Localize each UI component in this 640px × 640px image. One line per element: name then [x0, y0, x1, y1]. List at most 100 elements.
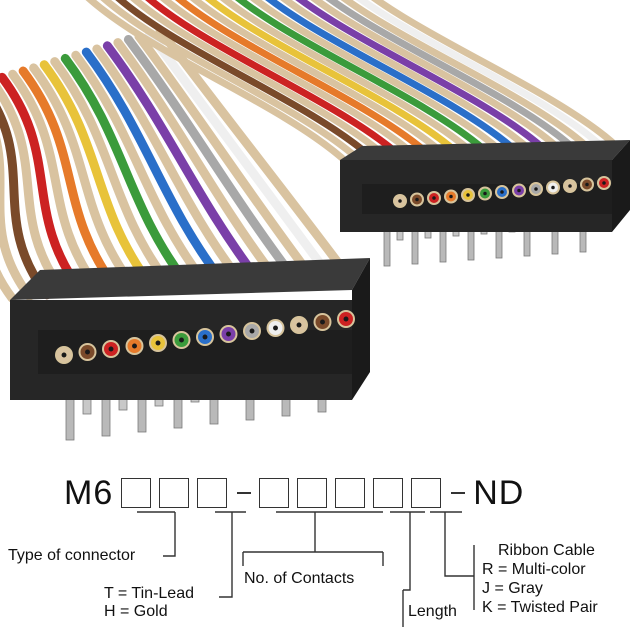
contact-core: [517, 188, 521, 193]
part-number-template: M6 ND: [64, 468, 524, 518]
contact-core: [320, 319, 325, 325]
contact-core: [85, 349, 90, 355]
connector-left-contacts: [55, 310, 355, 364]
contact-core: [108, 346, 114, 352]
part-number-box: [297, 478, 328, 508]
ribbon-wire: [280, 0, 531, 151]
contact-core: [449, 194, 453, 199]
ribbon-wire: [0, 84, 69, 298]
ribbon-wire: [265, 0, 517, 152]
contact-core: [202, 334, 208, 340]
contact-core: [132, 343, 137, 349]
ribbon-wire: [85, 0, 346, 162]
callout-plating: [215, 511, 246, 598]
ribbon-wire: [220, 0, 474, 154]
ribbon-wire: [370, 0, 616, 146]
contact-core: [343, 316, 349, 322]
label-type-of-connector: Type of connector: [8, 547, 136, 564]
label-twisted-pair: K = Twisted Pair: [482, 599, 598, 616]
ribbon-wire: [310, 0, 559, 149]
ribbon-cable-left: [0, 25, 347, 303]
ribbon-wire: [235, 0, 488, 154]
connector-pin: [383, 229, 391, 267]
ribbon-wire: [50, 57, 173, 289]
ribbon-wire: [102, 41, 260, 281]
ribbon-wire: [60, 53, 191, 287]
contact-core: [415, 197, 419, 202]
label-tin-lead: T = Tin-Lead: [104, 585, 194, 602]
ribbon-wire: [8, 69, 104, 295]
callout-contacts: [242, 511, 384, 566]
contact-core: [466, 193, 470, 197]
part-number-box: [197, 478, 228, 508]
ribbon-wire: [100, 0, 360, 161]
ribbon-wire: [39, 60, 156, 290]
contact-core: [551, 185, 555, 190]
ribbon-wire: [71, 50, 208, 286]
label-gray: J = Gray: [482, 580, 543, 597]
contact-core: [432, 196, 436, 200]
connector-pin: [411, 227, 419, 265]
part-number-box: [335, 478, 366, 508]
ribbon-wire: [295, 0, 545, 150]
contact-core: [585, 182, 589, 187]
contact-core: [296, 322, 302, 328]
part-number-box: [411, 478, 442, 508]
contact-core: [61, 352, 67, 358]
ribbon-wire: [0, 105, 52, 300]
part-number-dash: [237, 492, 252, 494]
part-number-suffix: ND: [473, 473, 525, 512]
ribbon-wire: [29, 63, 139, 292]
contact-core: [568, 184, 572, 188]
callout-ribbon-cable: [430, 511, 475, 610]
ribbon-wire: [325, 0, 573, 149]
ribbon-wire: [144, 28, 330, 275]
ribbon-wire: [0, 72, 86, 297]
label-multi-color: R = Multi-color: [482, 561, 586, 578]
contact-core: [534, 187, 538, 191]
ribbon-wire: [130, 0, 389, 159]
ribbon-wire: [145, 0, 403, 159]
ribbon-wire: [92, 44, 243, 282]
ribbon-wire: [340, 0, 588, 148]
label-length: Length: [408, 603, 457, 620]
callout-type-of-connector: [137, 511, 176, 557]
part-number-box: [159, 478, 190, 508]
ribbon-wire: [0, 136, 34, 301]
callout-length: [390, 511, 425, 627]
ribbon-wire: [115, 0, 374, 160]
contact-core: [398, 199, 402, 203]
contact-core: [179, 337, 184, 343]
connector-right-contacts: [393, 176, 611, 208]
ribbon-wire: [160, 0, 417, 158]
contact-core: [500, 190, 504, 194]
part-number-box: [259, 478, 290, 508]
contact-core: [249, 328, 255, 334]
ribbon-wire: [113, 38, 278, 279]
contact-core: [483, 191, 487, 196]
contact-core: [155, 340, 161, 346]
part-number-box: [373, 478, 404, 508]
ribbon-wire: [123, 34, 295, 278]
contact-core: [273, 325, 278, 331]
part-number-dash: [451, 492, 466, 494]
ribbon-wire: [250, 0, 502, 153]
label-gold: H = Gold: [104, 603, 168, 620]
ribbon-wire: [18, 66, 121, 294]
ribbon-wire: [175, 0, 431, 157]
connector-left: [10, 258, 370, 441]
label-ribbon-cable: Ribbon Cable: [498, 542, 595, 559]
connector-pin: [101, 393, 111, 437]
connector-pin: [65, 397, 75, 441]
ribbon-cable-right: [85, 0, 616, 162]
ribbon-wire: [355, 0, 602, 147]
ribbon-wire: [190, 0, 445, 156]
contact-core: [602, 181, 606, 185]
ribbon-wire: [205, 0, 460, 155]
callout-lines: [137, 511, 475, 627]
ribbon-wire: [81, 47, 225, 284]
ribbon-wire: [134, 31, 312, 276]
label-no-of-contacts: No. of Contacts: [244, 570, 355, 587]
contact-core: [226, 331, 231, 337]
